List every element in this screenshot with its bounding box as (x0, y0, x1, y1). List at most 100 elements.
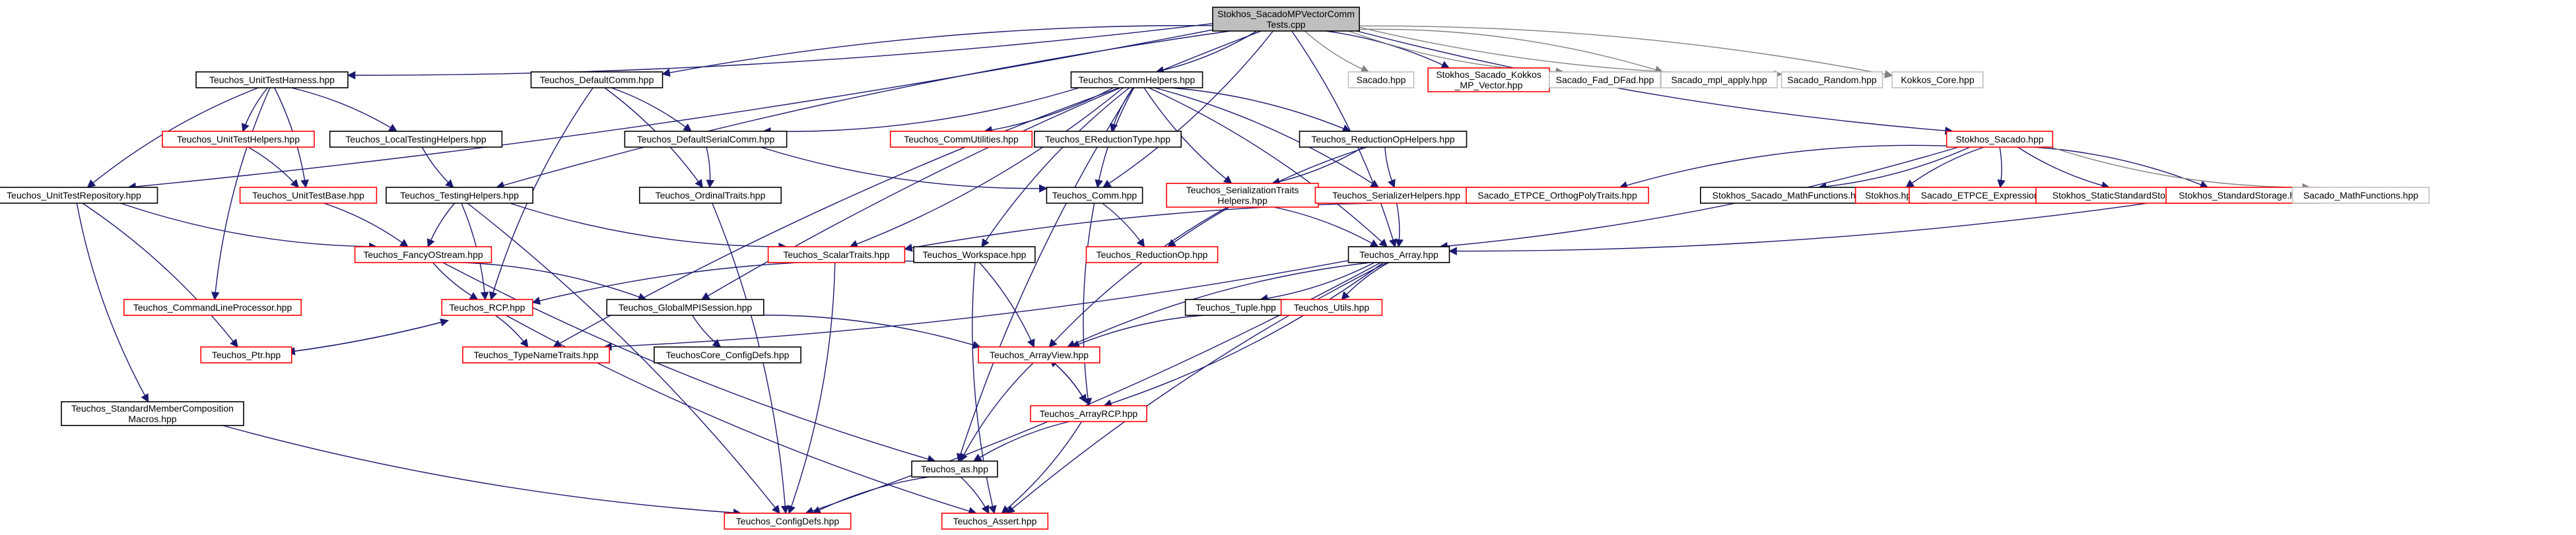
edge-array-to-tuple (1259, 262, 1375, 303)
node-box (1085, 246, 1219, 263)
node-workspace[interactable]: Teuchos_Workspace.hpp (913, 246, 1036, 263)
node-label: Teuchos_CommHelpers.hpp (1079, 75, 1196, 85)
node-label: Macros.hpp (128, 414, 176, 424)
edge-root-to-defaultcomm (661, 24, 1213, 77)
node-typenametraits[interactable]: Teuchos_TypeNameTraits.hpp (462, 346, 610, 363)
node-label: Kokkos_Core.hpp (1901, 75, 1975, 85)
node-stokhos_sacado[interactable]: Stokhos_Sacado.hpp (1946, 131, 2054, 148)
node-ptr[interactable]: Teuchos_Ptr.hpp (200, 346, 292, 363)
node-arrayrcp[interactable]: Teuchos_ArrayRCP.hpp (1030, 405, 1147, 422)
node-box (1780, 71, 1883, 88)
node-assert[interactable]: Teuchos_Assert.hpp (941, 513, 1049, 530)
edge-array-to-utils (1341, 262, 1390, 300)
node-label: Stokhos.hpp (1865, 190, 1916, 201)
node-unittesthelpers[interactable]: Teuchos_UnitTestHelpers.hpp (162, 131, 315, 148)
node-label: Teuchos_UnitTestRepository.hpp (7, 190, 141, 201)
node-box (354, 246, 492, 263)
edge-rcp-to-ptr (287, 320, 448, 356)
node-sacado_random[interactable]: Sacado_Random.hpp (1780, 71, 1883, 88)
node-label: Stokhos_Sacado_MathFunctions.hpp (1712, 190, 1866, 201)
node-label: Teuchos_StandardMemberComposition (71, 403, 234, 414)
node-commhelpers[interactable]: Teuchos_CommHelpers.hpp (1070, 71, 1203, 88)
edge-array-to-arrayview (1066, 262, 1371, 348)
node-label: Teuchos_LocalTestingHelpers.hpp (345, 134, 486, 144)
node-stokhos_sacado_mathfunctions[interactable]: Stokhos_Sacado_MathFunctions.hpp (1700, 187, 1879, 204)
node-defaultcomm[interactable]: Teuchos_DefaultComm.hpp (530, 71, 663, 88)
node-label: Teuchos_UnitTestHelpers.hpp (177, 134, 300, 144)
node-reductionophelpers[interactable]: Teuchos_ReductionOpHelpers.hpp (1299, 131, 1468, 148)
node-standardmembercomposition[interactable]: Teuchos_StandardMemberCompositionMacros.… (61, 401, 244, 426)
node-globalmpisession[interactable]: Teuchos_GlobalMPISession.hpp (606, 299, 764, 316)
node-defaultserialcomm[interactable]: Teuchos_DefaultSerialComm.hpp (624, 131, 788, 148)
node-testinghelpers[interactable]: Teuchos_TestingHelpers.hpp (386, 187, 533, 204)
node-utils[interactable]: Teuchos_Utils.hpp (1280, 299, 1383, 316)
edge-stokhos_sacado-to-stokhos_standardstorage (2033, 146, 2209, 189)
node-label: Teuchos_CommUtilities.hpp (904, 134, 1019, 144)
edge-unittestrepository-to-fancyostream (120, 203, 378, 251)
node-box (941, 513, 1049, 530)
node-as[interactable]: Teuchos_as.hpp (911, 460, 998, 478)
edge-unittesthelpers-to-unittestbase (248, 146, 299, 188)
node-box (911, 460, 998, 478)
edge-commhelpers-to-reductionophelpers (1169, 87, 1351, 133)
node-sacado_mathfunctions[interactable]: Sacado_MathFunctions.hpp (2291, 187, 2430, 204)
node-tuple[interactable]: Teuchos_Tuple.hpp (1184, 299, 1287, 316)
node-label: Teuchos_Tuple.hpp (1196, 302, 1276, 313)
node-label: Teuchos_SerializationTraits (1186, 185, 1299, 195)
node-sacado_mpl[interactable]: Sacado_mpl_apply.hpp (1660, 71, 1778, 88)
edge-root-to-comm (1102, 30, 1273, 188)
node-sacado_fad[interactable]: Sacado_Fad_DFad.hpp (1549, 71, 1661, 88)
node-kokkos_core[interactable]: Kokkos_Core.hpp (1891, 71, 1984, 88)
node-box (1184, 299, 1287, 316)
edge-reductionophelpers-to-serializationtraitshelpers (1271, 146, 1364, 186)
node-ordinaltraits[interactable]: Teuchos_OrdinalTraits.hpp (638, 187, 782, 204)
node-reductionop[interactable]: Teuchos_ReductionOp.hpp (1085, 246, 1219, 263)
node-serializerhelpers[interactable]: Teuchos_SerializerHelpers.hpp (1314, 187, 1478, 204)
node-unittestbase[interactable]: Teuchos_UnitTestBase.hpp (239, 187, 378, 204)
node-label: Teuchos_DefaultSerialComm.hpp (637, 134, 775, 144)
node-label: Teuchos_ArrayView.hpp (990, 350, 1089, 360)
node-label: Teuchos_SerializerHelpers.hpp (1332, 190, 1460, 201)
edge-commhelpers-to-serializerhelpers (1154, 87, 1380, 188)
node-box (0, 187, 158, 204)
node-label: Teuchos_CommandLineProcessor.hpp (133, 302, 292, 313)
node-sacado[interactable]: Sacado.hpp (1347, 71, 1415, 88)
node-label: Teuchos_UnitTestBase.hpp (252, 190, 364, 201)
edge-workspace-to-assert (972, 262, 997, 515)
node-box (978, 346, 1101, 363)
node-label: Teuchos_Workspace.hpp (923, 249, 1027, 260)
node-commutilities[interactable]: Teuchos_CommUtilities.hpp (889, 131, 1033, 148)
node-label: Teuchos_ArrayRCP.hpp (1040, 408, 1138, 419)
node-box (1046, 187, 1143, 204)
edge-defaultcomm-to-rcp (489, 87, 593, 301)
node-box (724, 513, 852, 530)
node-fancyostream[interactable]: Teuchos_FancyOStream.hpp (354, 246, 492, 263)
node-configdefs[interactable]: Teuchos_ConfigDefs.hpp (724, 513, 852, 530)
node-stokhos_sacado_kokkos[interactable]: Stokhos_Sacado_Kokkos_MP_Vector.hpp (1427, 67, 1550, 92)
node-sacado_etpce_orthog[interactable]: Sacado_ETPCE_OrthogPolyTraits.hpp (1466, 187, 1649, 204)
edge-stokhos_sacado-to-sacado_etpce_expr (1997, 146, 2006, 189)
node-localtestinghelpers[interactable]: Teuchos_LocalTestingHelpers.hpp (329, 131, 503, 148)
node-box (767, 246, 906, 263)
edge-unittestharness-to-commandlineprocessor (211, 87, 271, 301)
node-scalartraits[interactable]: Teuchos_ScalarTraits.hpp (767, 246, 906, 263)
edges-layer (76, 22, 2311, 517)
node-comm[interactable]: Teuchos_Comm.hpp (1046, 187, 1143, 204)
edge-unittestharness-to-unittestrepository (86, 87, 259, 188)
node-unittestrepository[interactable]: Teuchos_UnitTestRepository.hpp (0, 187, 158, 204)
node-box (638, 187, 782, 204)
edge-commhelpers-to-defaultserialcomm (762, 87, 1080, 136)
node-teuchoscore_configdefs[interactable]: TeuchosCore_ConfigDefs.hpp (654, 346, 801, 363)
node-box (889, 131, 1033, 148)
node-ereductiontype[interactable]: Teuchos_EReductionType.hpp (1034, 131, 1182, 148)
node-arrayview[interactable]: Teuchos_ArrayView.hpp (978, 346, 1101, 363)
edge-array-to-arrayrcp (1103, 262, 1384, 408)
edge-globalmpisession-to-arrayview (744, 314, 981, 349)
node-label: Teuchos_ScalarTraits.hpp (783, 249, 890, 260)
node-array[interactable]: Teuchos_Array.hpp (1347, 246, 1450, 263)
node-unittestharness[interactable]: Teuchos_UnitTestHarness.hpp (195, 71, 349, 88)
node-commandlineprocessor[interactable]: Teuchos_CommandLineProcessor.hpp (123, 299, 302, 316)
node-rcp[interactable]: Teuchos_RCP.hpp (441, 299, 533, 316)
